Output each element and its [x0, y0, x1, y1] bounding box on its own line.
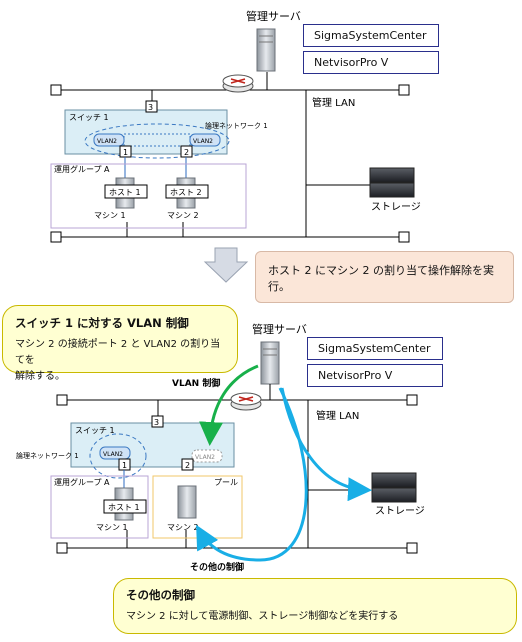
- top-storage-icon: [369, 167, 415, 198]
- bottom-vlan-1: VLAN2: [103, 451, 123, 458]
- bottom-lan-label: 管理 LAN: [316, 409, 359, 422]
- other-callout-body: マシン 2 に対して電源制御、ストレージ制御などを実行する: [126, 611, 399, 622]
- top-port-1: 1: [123, 148, 128, 157]
- bottom-host-1: ホスト 1: [108, 503, 140, 512]
- top-logical-network-label: 論理ネットワーク 1: [205, 121, 268, 130]
- storage-control-arrow: [280, 387, 372, 502]
- top-vlan-1: VLAN2: [97, 138, 117, 145]
- bottom-section: 管理サーバ 管理 LAN VLAN 制御 スイッチ 1 3 論理ネットワーク: [16, 322, 425, 573]
- bottom-server-label: 管理サーバ: [252, 322, 307, 336]
- top-switch: [64, 109, 228, 155]
- top-group-label: 運用グループ A: [54, 164, 110, 174]
- bottom-logical-network-label: 論理ネットワーク 1: [16, 451, 79, 460]
- bottom-machine-2: マシン 2: [167, 523, 199, 532]
- bottom-machine-1: マシン 1: [96, 523, 128, 532]
- transition-arrow: [203, 247, 249, 283]
- transition-note: ホスト 2 にマシン 2 の割り当て操作解除を実行。: [255, 251, 514, 303]
- vlan-callout-title: スイッチ 1 に対する VLAN 制御: [15, 316, 189, 330]
- top-sigma-box: SigmaSystemCenter: [303, 24, 439, 47]
- bottom-switch-label: スイッチ 1: [75, 426, 115, 435]
- bottom-port-2: 2: [185, 461, 190, 470]
- bottom-port-3: 3: [154, 418, 159, 427]
- top-machine-2: マシン 2: [167, 211, 199, 220]
- top-section: 管理サーバ 管理 LAN スイッチ 1 3 論理ネットワーク 1: [50, 9, 421, 243]
- bottom-logical-network: [89, 433, 147, 479]
- top-netvisor-box: NetvisorPro V: [303, 51, 439, 74]
- bottom-pool-label: プール: [214, 478, 238, 487]
- top-router-icon: [222, 74, 254, 93]
- top-logical-network: [84, 123, 230, 159]
- top-storage-label: ストレージ: [371, 202, 421, 213]
- vlan-control-arrow: [199, 364, 259, 446]
- bottom-netvisor-box: NetvisorPro V: [307, 364, 443, 387]
- bottom-vlan-2: VLAN2: [195, 454, 215, 461]
- bottom-storage-icon: [371, 472, 417, 503]
- top-port-2: 2: [184, 148, 189, 157]
- top-lan-label: 管理 LAN: [312, 96, 355, 109]
- top-machine-1: マシン 1: [94, 211, 126, 220]
- other-callout: その他の制御 マシン 2 に対して電源制御、ストレージ制御などを実行する: [113, 578, 517, 634]
- bottom-sigma-box: SigmaSystemCenter: [307, 337, 443, 360]
- top-port-3: 3: [148, 103, 153, 112]
- top-vlan-2: VLAN2: [193, 138, 213, 145]
- bottom-storage-label: ストレージ: [375, 506, 425, 517]
- bottom-server-icon: [260, 341, 280, 385]
- other-control-arrow: [196, 387, 308, 562]
- top-host-1: ホスト 1: [109, 188, 141, 197]
- top-server-icon: [256, 28, 276, 72]
- other-callout-title: その他の制御: [126, 588, 195, 602]
- top-group-a: [50, 163, 247, 229]
- vlan-callout: スイッチ 1 に対する VLAN 制御 マシン 2 の接続ポート 2 と VLA…: [2, 305, 238, 382]
- top-server-label: 管理サーバ: [246, 9, 301, 23]
- bottom-port-1: 1: [122, 461, 127, 470]
- other-control-label: その他の制御: [190, 561, 244, 573]
- vlan-control-label: VLAN 制御: [172, 377, 220, 389]
- bottom-group-a: [50, 475, 149, 539]
- vlan-callout-line1: マシン 2 の接続ポート 2 と VLAN2 の割り当てを: [15, 339, 221, 366]
- vlan-callout-line2: 解除する。: [15, 371, 65, 382]
- bottom-router-icon: [230, 392, 262, 411]
- top-switch-label: スイッチ 1: [69, 113, 109, 122]
- top-host-2: ホスト 2: [170, 188, 202, 197]
- bottom-group-label: 運用グループ A: [54, 477, 110, 487]
